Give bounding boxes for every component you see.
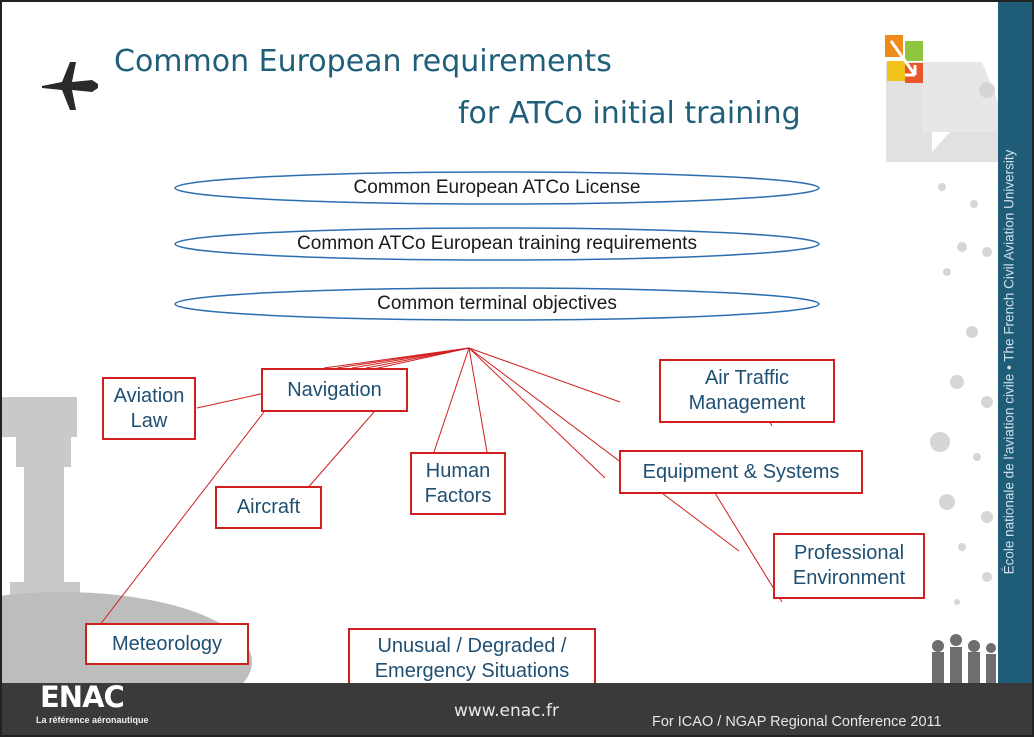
dots-decor <box>930 82 995 605</box>
box-unusual-situations: Unusual / Degraded / Emergency Situation… <box>348 628 596 690</box>
enac-logo: ENAC <box>40 680 125 714</box>
corner-shape <box>886 62 1002 162</box>
box-meteorology: Meteorology <box>85 623 249 665</box>
box-navigation: Navigation <box>261 368 408 412</box>
sidebar-strip <box>998 2 1032 683</box>
corner-shape-2 <box>922 62 1002 132</box>
box-professional-environment: Professional Environment <box>773 533 925 599</box>
footer-url[interactable]: www.enac.fr <box>454 701 559 721</box>
footer-conference: For ICAO / NGAP Regional Conference 2011 <box>652 714 942 730</box>
ellipse-license: Common European ATCo License <box>353 177 641 198</box>
ellipse-shapes <box>174 171 820 321</box>
ellipse-training-requirements: Common ATCo European training requiremen… <box>297 233 697 254</box>
box-human-factors: Human Factors <box>410 452 506 515</box>
box-aviation-law: Aviation Law <box>102 377 196 440</box>
people-silhouette-icon <box>932 634 996 684</box>
arrows-logo-icon <box>885 35 923 83</box>
airplane-icon <box>42 62 98 110</box>
box-aircraft: Aircraft <box>215 486 322 529</box>
box-equipment-systems: Equipment & Systems <box>619 450 863 494</box>
slide-title-line2: for ATCo initial training <box>458 96 801 131</box>
box-air-traffic-management: Air Traffic Management <box>659 359 835 423</box>
slide-title-line1: Common European requirements <box>114 44 612 79</box>
enac-tagline: La référence aéronautique <box>36 715 149 725</box>
footer-band <box>2 683 1032 735</box>
ellipse-terminal-objectives: Common terminal objectives <box>377 293 617 314</box>
sidebar-text: École nationale de l'aviation civile • T… <box>1001 149 1017 575</box>
